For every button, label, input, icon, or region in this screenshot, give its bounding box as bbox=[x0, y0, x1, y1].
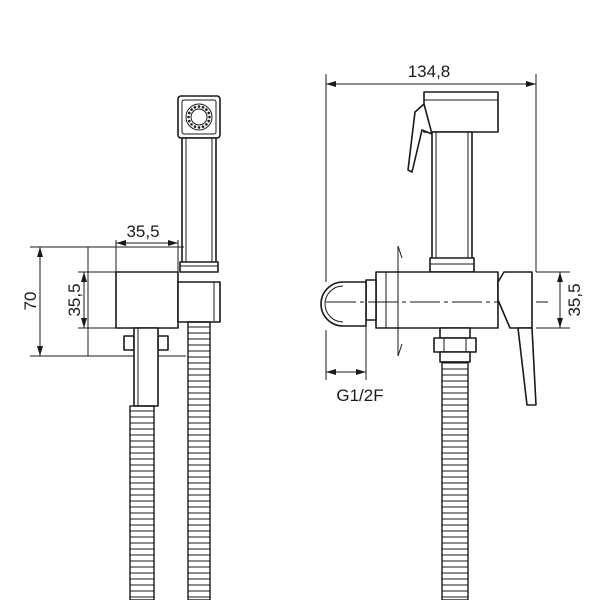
spray-hole bbox=[207, 111, 210, 115]
hose-left bbox=[129, 405, 155, 600]
side-shower-head bbox=[423, 91, 499, 133]
spray-hole bbox=[187, 115, 190, 119]
dim-label-valve-height: 35,5 bbox=[565, 283, 584, 316]
dim-height-70: 70 bbox=[21, 246, 88, 357]
outlet-nut bbox=[433, 327, 477, 363]
spray-hole bbox=[190, 108, 193, 111]
spray-hole bbox=[205, 108, 208, 111]
spray-hole bbox=[207, 119, 210, 123]
dim-thread: G1/2F bbox=[325, 326, 384, 405]
spray-hole bbox=[190, 123, 193, 126]
mixer-handle bbox=[497, 271, 537, 406]
outlet-pipe bbox=[133, 327, 159, 407]
spray-hole bbox=[205, 123, 208, 126]
valve-body bbox=[375, 271, 499, 329]
wall-flange bbox=[365, 279, 377, 321]
hand-shower-body bbox=[179, 137, 219, 273]
wall-line bbox=[397, 245, 403, 357]
side-shower-body bbox=[429, 131, 475, 273]
front-view: 35,5 70 35,5 bbox=[21, 95, 221, 600]
dim-holder-height: 35,5 bbox=[65, 271, 116, 329]
wall-connector bbox=[320, 281, 367, 327]
spray-hole bbox=[201, 106, 205, 109]
hand-shower-head bbox=[177, 95, 221, 139]
dim-overall-width: 134,8 bbox=[325, 62, 537, 282]
spray-nozzle-icon bbox=[185, 103, 213, 131]
spray-hole bbox=[193, 106, 197, 109]
spray-hole bbox=[197, 105, 201, 108]
spray-hole bbox=[188, 111, 191, 115]
dim-label-thread: G1/2F bbox=[336, 386, 383, 405]
spray-hole bbox=[197, 126, 201, 129]
dim-label-box-width: 35,5 bbox=[126, 222, 159, 241]
dim-label-height: 70 bbox=[21, 292, 40, 311]
hose-right bbox=[187, 321, 211, 600]
dim-label-overall-width: 134,8 bbox=[408, 62, 451, 81]
side-view: 134,8 35,5 G1/2F bbox=[320, 62, 584, 600]
spray-hole bbox=[193, 125, 197, 128]
dim-label-holder-height: 35,5 bbox=[65, 283, 84, 316]
spray-hole bbox=[201, 125, 205, 128]
spray-hole bbox=[208, 115, 211, 119]
spray-hole bbox=[188, 119, 191, 123]
dim-valve-height: 35,5 bbox=[536, 271, 584, 329]
side-hose bbox=[441, 361, 469, 600]
dim-box-width: 35,5 bbox=[115, 222, 179, 272]
